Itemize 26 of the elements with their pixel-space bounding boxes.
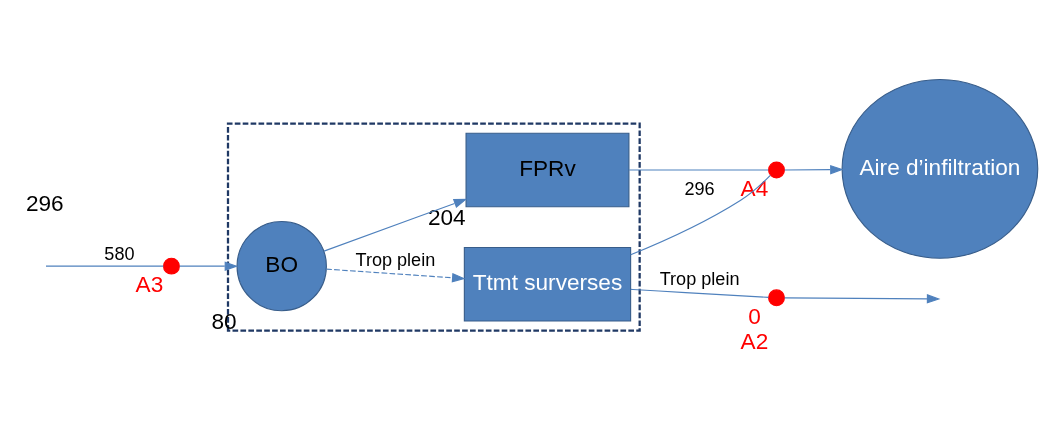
edge-label: Trop plein <box>355 249 436 270</box>
arrow <box>323 198 468 252</box>
node-circle <box>162 257 180 275</box>
edge-label: Trop plein <box>659 268 740 289</box>
connector <box>45 265 165 267</box>
connector <box>630 174 771 255</box>
node-box: Ttmt surverses <box>463 246 632 322</box>
connector <box>628 168 769 171</box>
arrow <box>784 293 941 304</box>
connector <box>630 288 770 298</box>
node-circle: BO <box>236 220 327 311</box>
node-circle <box>768 288 785 306</box>
arrow <box>179 260 239 271</box>
node-circle <box>768 161 785 178</box>
node-label: 80 <box>211 308 237 334</box>
node-label: 0 <box>748 303 761 329</box>
node-label: A3 <box>135 271 164 297</box>
node-label: A2 <box>740 328 769 354</box>
label: 296 <box>25 190 64 216</box>
node-box: FPRv <box>465 132 630 207</box>
arrow <box>784 164 844 174</box>
node-circle: Aire d’infiltration <box>841 78 1039 259</box>
node-label: 204 <box>427 204 466 230</box>
edge-label: 296 <box>684 178 715 199</box>
arrow <box>325 268 466 282</box>
edge-label: 580 <box>104 243 135 264</box>
